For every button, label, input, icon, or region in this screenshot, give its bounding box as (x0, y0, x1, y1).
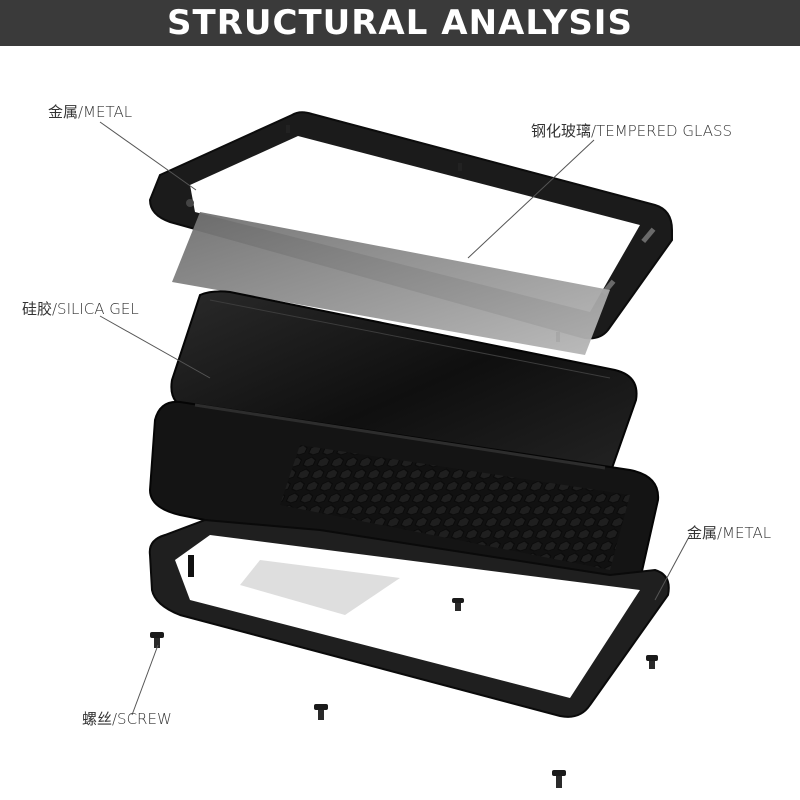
label-tempered-glass: 钢化玻璃/TEMPERED GLASS (531, 122, 733, 140)
silicone-inner-case (148, 400, 660, 602)
screw-post (188, 555, 194, 577)
screw-icon (646, 655, 658, 669)
screw-icon (150, 632, 164, 648)
frame-hole (186, 199, 194, 207)
title-banner: STRUCTURAL ANALYSIS (0, 0, 800, 46)
tempered-glass-layer (172, 212, 610, 355)
label-silica-gel: 硅胶/SILICA GEL (22, 300, 139, 318)
bottom-metal-frame (148, 518, 670, 718)
page-title: STRUCTURAL ANALYSIS (167, 3, 633, 43)
leader-lines (99, 121, 691, 716)
label-screw: 螺丝/SCREW (82, 710, 172, 728)
loose-screws (150, 598, 658, 788)
label-metal-top: 金属/METAL (48, 103, 133, 121)
frame-vent (641, 227, 656, 244)
screw-icon (314, 704, 328, 720)
label-metal-bottom: 金属/METAL (687, 524, 772, 542)
screw-icon (452, 598, 464, 611)
screw-icon (552, 770, 566, 788)
